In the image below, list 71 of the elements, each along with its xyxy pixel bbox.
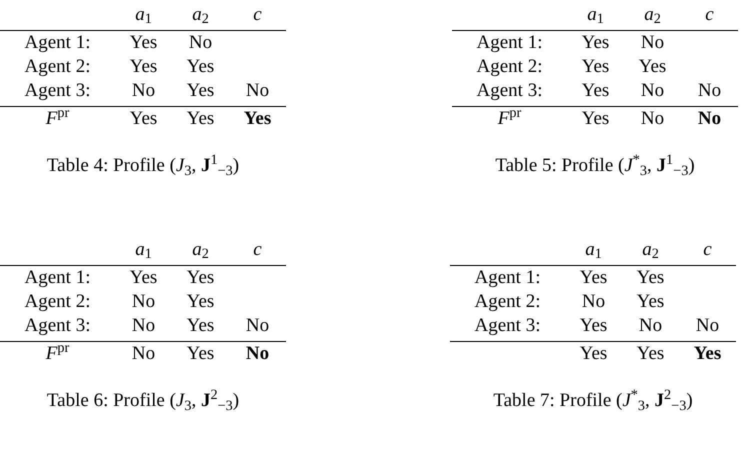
table-cell: Yes bbox=[580, 316, 608, 334]
table-cell: Yes bbox=[186, 316, 214, 334]
table-cell: Yes bbox=[580, 268, 608, 287]
table-cell: Yes bbox=[186, 56, 214, 76]
row-label: Agent 1: bbox=[24, 268, 90, 287]
table-cell: No bbox=[132, 344, 156, 363]
column-header: a$_{2}$ bbox=[192, 4, 209, 24]
column-header: c bbox=[253, 240, 262, 258]
column-header: c bbox=[705, 4, 714, 24]
table-cell: Yes bbox=[130, 33, 158, 52]
column-header: a$_{1}$ bbox=[585, 240, 602, 258]
table-cell: No bbox=[638, 316, 662, 334]
table-cell: No bbox=[246, 344, 270, 363]
row-label: Agent 3: bbox=[24, 80, 90, 100]
table-cell: No bbox=[640, 33, 664, 52]
table-cell: Yes bbox=[582, 80, 610, 100]
table-cell: Yes bbox=[186, 344, 214, 363]
table-cell: No bbox=[132, 292, 156, 310]
row-label: Agent 1: bbox=[24, 33, 90, 52]
row-label: F$^{pr}$ bbox=[498, 109, 522, 128]
table-caption: Table 6: Profile (J$_{3}$, J$^{2}$$_{−3}$) bbox=[46, 387, 240, 416]
row-label: Agent 2: bbox=[474, 292, 540, 310]
table-cell: No bbox=[188, 33, 212, 52]
column-header: c bbox=[253, 4, 262, 24]
row-label: Agent 2: bbox=[476, 56, 542, 76]
table-caption: Table 4: Profile (J$_{3}$, J$^{1}$$_{−3}$) bbox=[46, 152, 240, 180]
table-cell: Yes bbox=[130, 268, 158, 287]
row-label: Agent 1: bbox=[476, 33, 542, 52]
table-cell: Yes bbox=[186, 268, 214, 287]
row-label: Agent 3: bbox=[474, 316, 540, 334]
table-cell: Yes bbox=[636, 292, 664, 310]
column-header: a$_{2}$ bbox=[642, 240, 659, 258]
column-header: c bbox=[703, 240, 712, 258]
table-cell: Yes bbox=[130, 56, 158, 76]
column-header: a$_{2}$ bbox=[192, 240, 209, 258]
table-cell: No bbox=[132, 80, 156, 100]
table-cell: Yes bbox=[638, 56, 666, 76]
column-header: a$_{1}$ bbox=[135, 240, 152, 258]
row-label: Agent 3: bbox=[476, 80, 542, 100]
table-cell: No bbox=[698, 80, 722, 100]
row-label: Agent 2: bbox=[24, 292, 90, 310]
column-header: a$_{1}$ bbox=[587, 4, 604, 24]
table-cell: No bbox=[640, 80, 664, 100]
table-cell: No bbox=[246, 80, 270, 100]
table-cell: Yes bbox=[186, 109, 214, 128]
column-header: a$_{1}$ bbox=[135, 4, 152, 24]
table-cell: Yes bbox=[186, 80, 214, 100]
table-cell: Yes bbox=[636, 344, 664, 363]
table-cell: Yes bbox=[580, 344, 608, 363]
table-caption: Table 7: Profile (J$^{*}$$_{3}$, J$^{2}$$_{−3}$) bbox=[493, 387, 693, 416]
table-cell: No bbox=[582, 292, 606, 310]
table-cell: No bbox=[132, 316, 156, 334]
table-cell: Yes bbox=[130, 109, 158, 128]
row-label: F$^{pr}$ bbox=[46, 109, 70, 128]
table-cell: Yes bbox=[694, 344, 722, 363]
table-cell: Yes bbox=[582, 33, 610, 52]
row-label: Agent 1: bbox=[474, 268, 540, 287]
column-header: a$_{2}$ bbox=[644, 4, 661, 24]
table-cell: Yes bbox=[636, 268, 664, 287]
row-label: F$^{pr}$ bbox=[46, 344, 70, 363]
table-cell: Yes bbox=[186, 292, 214, 310]
table-cell: No bbox=[696, 316, 720, 334]
table-cell: Yes bbox=[582, 56, 610, 76]
table-cell: Yes bbox=[582, 109, 610, 128]
table-caption: Table 5: Profile (J$^{*}$$_{3}$, J$^{1}$$_{−3}$) bbox=[495, 152, 695, 180]
row-label: Agent 3: bbox=[24, 316, 90, 334]
row-label: Agent 2: bbox=[24, 56, 90, 76]
table-cell: No bbox=[246, 316, 270, 334]
table-cell: No bbox=[698, 109, 722, 128]
table-cell: No bbox=[640, 109, 664, 128]
table-cell: Yes bbox=[244, 109, 272, 128]
